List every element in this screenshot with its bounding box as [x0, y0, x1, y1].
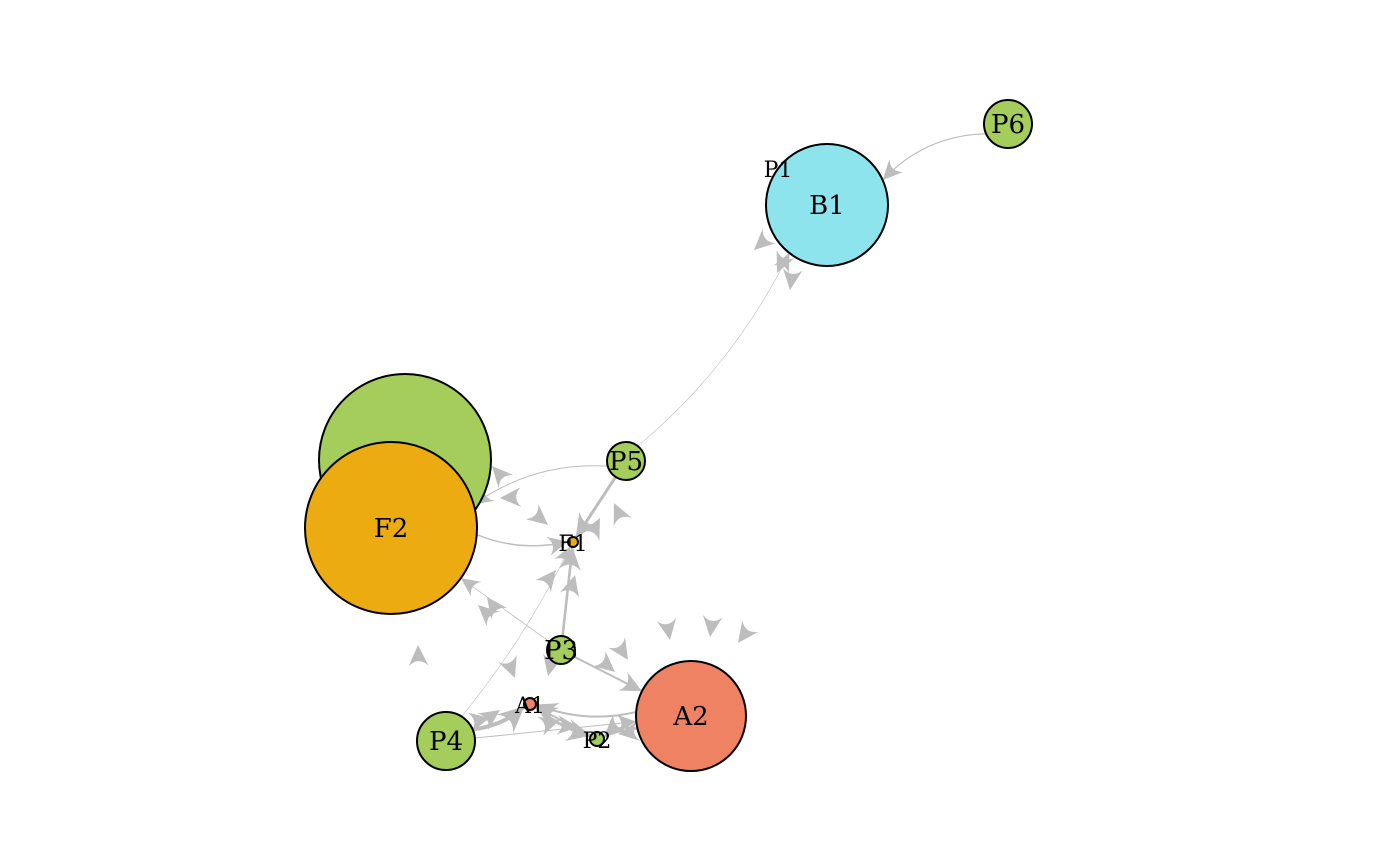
loop-arrow-P2-21 [556, 715, 578, 735]
arrow-P5-F1 [575, 511, 599, 538]
node-circle-B1 [765, 143, 889, 267]
node-label-P5: P5 [609, 447, 643, 477]
node-circle-A2 [635, 660, 747, 772]
loop-arrow-A2-17 [592, 650, 615, 672]
node-B1: B1 [765, 143, 889, 267]
loop-arrow-B1-0 [754, 228, 777, 250]
node-P5: P5 [606, 441, 646, 481]
loop-arrow-P4-24 [477, 710, 500, 730]
loop-arrow-A1-19 [543, 653, 563, 676]
arrow-P2-A1 [535, 706, 560, 726]
arrow-A2-P2 [603, 714, 628, 738]
edge-P5-B1 [637, 252, 790, 447]
node-F1: F1 [558, 532, 587, 557]
loop-arrow-F2-6 [408, 645, 429, 667]
self-loop-layer [408, 228, 803, 741]
node-label-P1: P1 [764, 158, 793, 183]
arrow-P3-F2 [460, 578, 482, 597]
node-circle-P5 [606, 441, 646, 481]
node-circle-F2 [304, 441, 478, 615]
arrow-P6-B1 [882, 159, 904, 181]
edge-P5-F2 [473, 465, 608, 505]
node-P4: P4 [416, 711, 476, 771]
node-P2: P2 [583, 729, 612, 754]
node-circle-P3 [546, 635, 576, 665]
arrow-P4-F1 [554, 546, 571, 567]
node-circle-A1 [523, 697, 537, 711]
node-F2: F2 [304, 441, 478, 615]
node-A1: A1 [514, 694, 545, 719]
arrow-F2-F1 [546, 536, 569, 556]
loop-arrow-B1-2 [782, 267, 803, 290]
loop-arrow-A2-16 [608, 637, 628, 660]
node-label-F1: F1 [558, 532, 587, 557]
node-P6: P6 [983, 99, 1033, 149]
node-label-P4: P4 [429, 727, 463, 757]
node-label-A2: A2 [672, 702, 708, 732]
loop-arrow-A2-13 [656, 617, 677, 640]
node-label-P6: P6 [991, 110, 1025, 140]
loop-arrow-A1-18 [498, 654, 517, 678]
edge-P4-F1 [461, 546, 571, 717]
loop-arrow-F1-8 [525, 503, 548, 525]
loop-arrow-F1-9 [535, 570, 556, 593]
loop-arrow-P2-22 [618, 721, 641, 741]
loop-arrow-F1-10 [559, 575, 579, 598]
node-label-P2: P2 [583, 729, 612, 754]
node-circle-P6 [983, 99, 1033, 149]
node-label-P3: P3 [544, 636, 578, 666]
edge-P4-A2 [474, 721, 637, 739]
loop-arrow-F2-4 [500, 487, 522, 508]
loop-arrow-P4-23 [467, 712, 490, 732]
loop-arrow-A2-14 [702, 614, 723, 637]
node-circle-P4 [416, 711, 476, 771]
arrow-P4-A1 [496, 706, 525, 734]
node-label-F2: F2 [374, 514, 409, 544]
arrow-P3-A2 [618, 672, 642, 692]
loop-arrow-A1-20 [537, 716, 560, 736]
loop-arrow-P5-11 [581, 518, 600, 542]
loop-arrow-B1-1 [776, 249, 795, 273]
node-label-A1: A1 [514, 694, 545, 719]
node-A2: A2 [635, 660, 747, 772]
loop-arrow-F2-7 [487, 597, 508, 620]
node-circle-F1 [567, 536, 579, 548]
loop-arrow-A2-15 [738, 620, 759, 643]
node-P1: P1 [764, 158, 793, 183]
edge-layer [460, 133, 987, 741]
loop-arrow-F2-3 [492, 466, 514, 489]
node-layer: P7F2B1P1P6P5F1P3A1P2P4A2 [304, 99, 1033, 772]
node-circle-P2 [589, 731, 605, 747]
node-P3: P3 [544, 635, 578, 666]
loop-arrow-P5-12 [613, 503, 632, 527]
node-label-B1: B1 [809, 191, 845, 221]
